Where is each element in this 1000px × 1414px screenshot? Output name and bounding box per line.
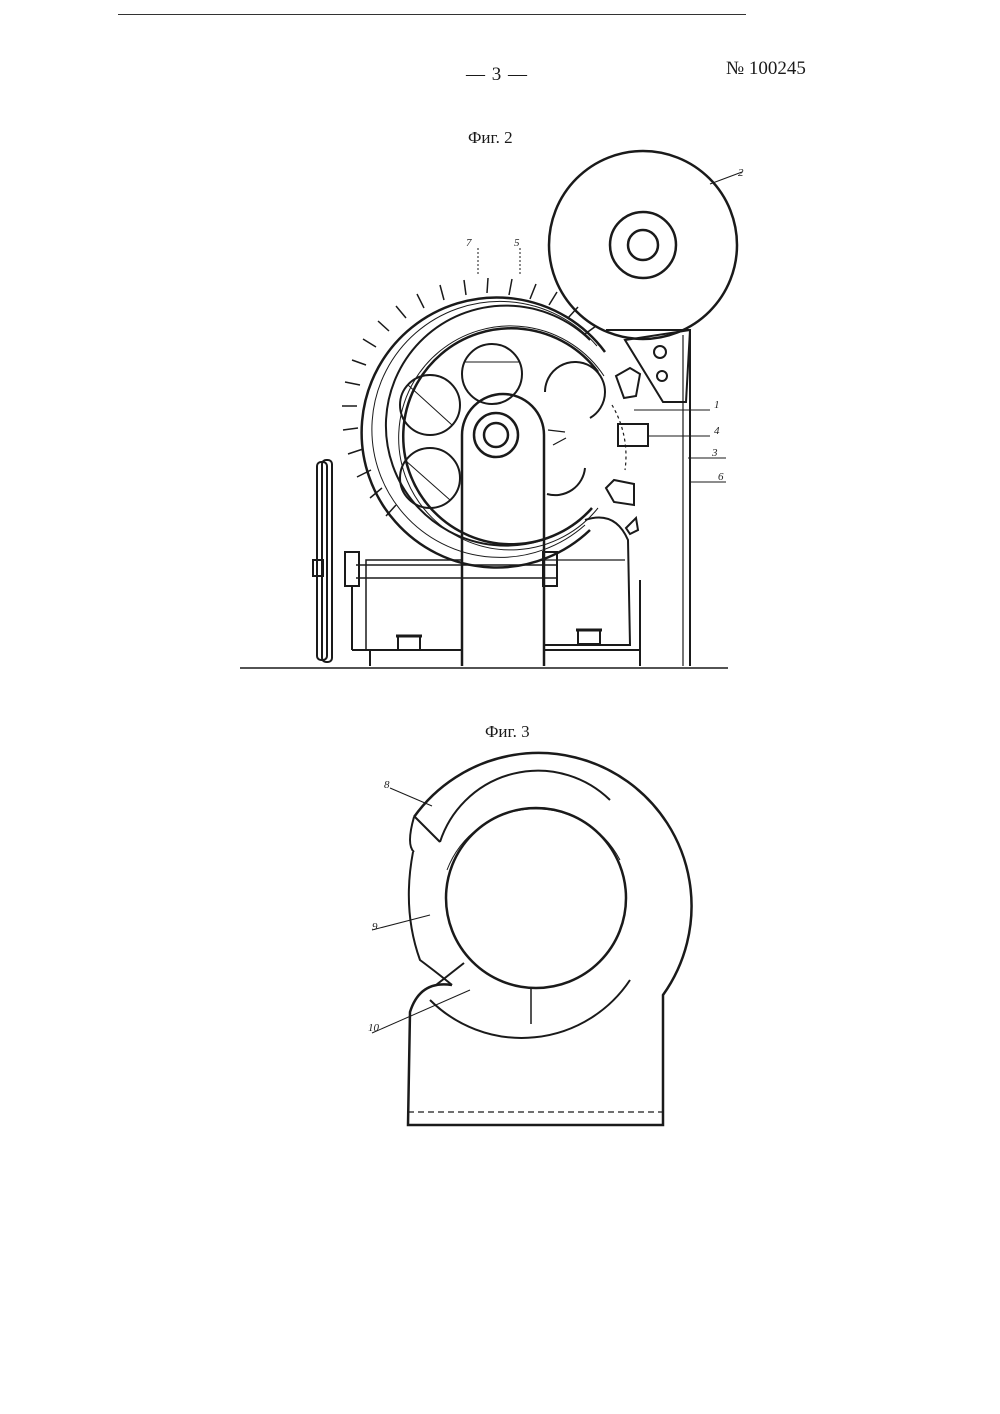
label-5: 5	[514, 237, 520, 249]
inner-bore	[444, 806, 628, 990]
top-rule	[118, 14, 746, 15]
label-10: 10	[368, 1022, 380, 1034]
figure-2-drawing	[240, 149, 739, 669]
drum-cell-dividers	[342, 277, 597, 517]
label-3: 3	[711, 447, 718, 459]
figure-2-caption: Фиг. 2	[468, 128, 513, 147]
roller-2	[547, 149, 739, 341]
label-6: 6	[718, 471, 724, 483]
right-frame	[606, 328, 692, 666]
lower-housing	[545, 516, 632, 646]
drive-pulley	[312, 459, 333, 663]
page-number: — 3 —	[466, 64, 528, 85]
central-column	[460, 392, 546, 666]
leader-lines	[371, 171, 743, 1034]
base-frame	[344, 551, 641, 666]
scrapers	[604, 366, 649, 536]
figure-3-drawing	[406, 751, 693, 1127]
label-9: 9	[372, 921, 378, 933]
label-4: 4	[714, 425, 720, 437]
label-8: 8	[384, 779, 390, 791]
cell-drum	[360, 296, 607, 569]
label-1: 1	[714, 399, 720, 411]
figure-3-caption: Фиг. 3	[485, 722, 530, 741]
inner-wheel	[398, 325, 606, 551]
label-7: 7	[466, 237, 472, 249]
patent-number: № 100245	[726, 58, 806, 79]
label-2: 2	[738, 167, 744, 179]
